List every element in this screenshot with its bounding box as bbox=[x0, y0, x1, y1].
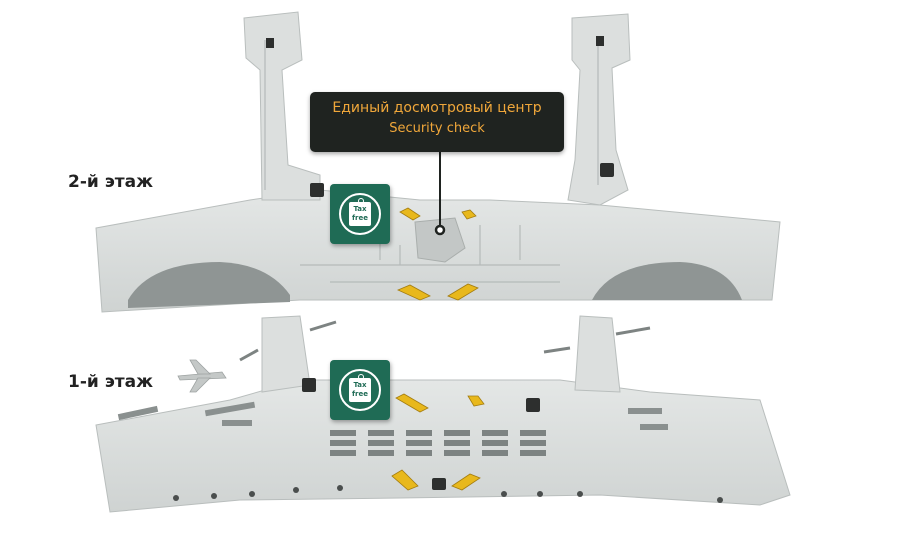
floor-2-inner-walls bbox=[264, 40, 599, 283]
tax-free-ring bbox=[339, 369, 381, 411]
callout-pin-icon bbox=[434, 224, 446, 236]
floor-2-left-pier bbox=[243, 11, 321, 201]
tax-free-line1: Tax bbox=[353, 381, 367, 389]
tax-free-tag: Tax free bbox=[349, 202, 371, 226]
airplane-icon bbox=[177, 359, 227, 393]
floor-1-plan bbox=[95, 315, 791, 513]
security-zone bbox=[414, 217, 466, 263]
floor-2-label: 2-й этаж bbox=[68, 172, 154, 192]
tax-free-icon[interactable]: Tax free bbox=[330, 184, 390, 244]
entrance-doors bbox=[173, 485, 723, 503]
floor-2-right-wing bbox=[592, 262, 742, 300]
tax-free-line2: free bbox=[352, 214, 368, 222]
tax-free-line1: Tax bbox=[353, 205, 367, 213]
elevator-icon bbox=[302, 378, 540, 490]
tax-free-ring bbox=[339, 193, 381, 235]
gate-lounges bbox=[117, 401, 668, 430]
floor-1-right-pier bbox=[574, 315, 621, 393]
tax-free-tag-hole bbox=[358, 374, 364, 380]
floor-2-plan bbox=[95, 11, 781, 313]
elevator-icon bbox=[266, 36, 614, 197]
tax-free-icon[interactable]: Tax free bbox=[330, 360, 390, 420]
security-check-callout: Единый досмотровый центр Security check bbox=[310, 92, 564, 152]
tax-free-tag: Tax free bbox=[349, 378, 371, 402]
floor-2-right-pier bbox=[567, 13, 631, 206]
floor-2-left-wing bbox=[128, 262, 290, 308]
floor-1-hall bbox=[95, 379, 791, 513]
callout-title-ru: Единый досмотровый центр bbox=[332, 100, 542, 116]
floor-1-label: 1-й этаж bbox=[68, 372, 154, 392]
callout-title-en: Security check bbox=[389, 121, 485, 136]
escalator-icon bbox=[391, 393, 485, 491]
boarding-bridges bbox=[239, 320, 651, 362]
seating-blocks bbox=[330, 430, 546, 456]
tax-free-tag-hole bbox=[358, 198, 364, 204]
escalator-icon bbox=[396, 207, 479, 301]
tax-free-line2: free bbox=[352, 390, 368, 398]
